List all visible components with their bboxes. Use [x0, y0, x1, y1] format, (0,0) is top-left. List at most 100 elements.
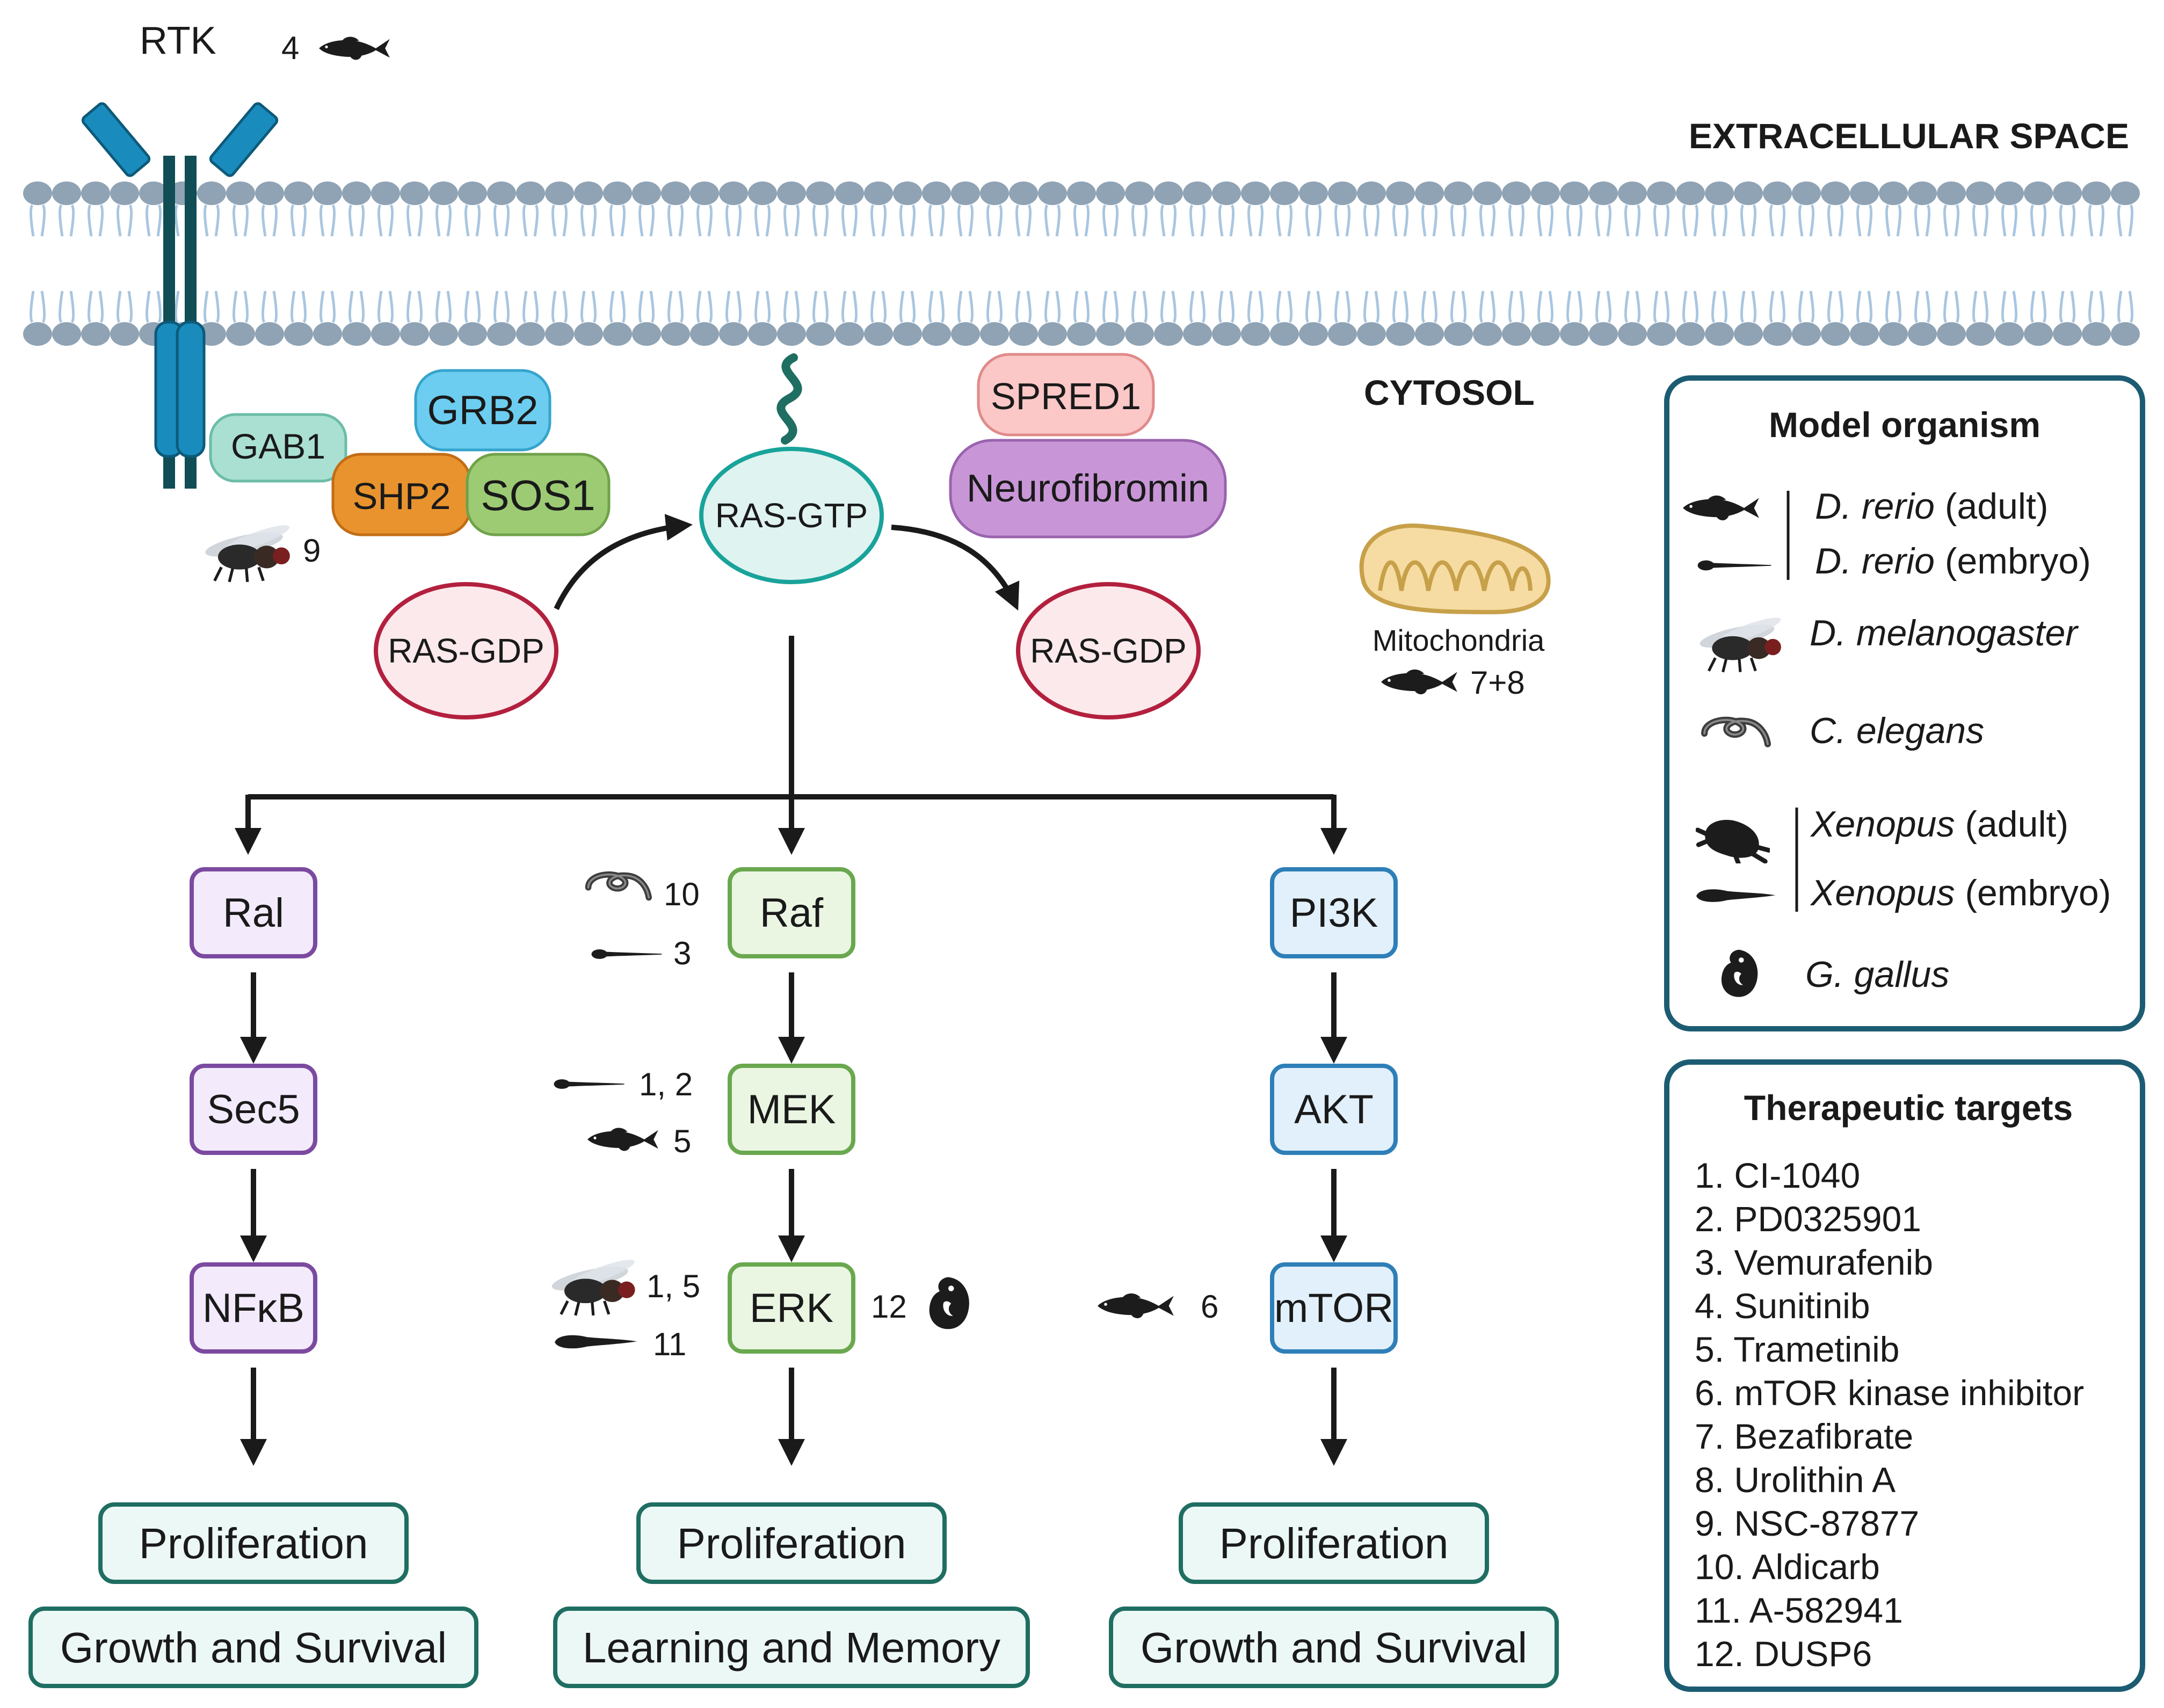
- therapeutic-target-item: 1. CI-1040: [1695, 1155, 1860, 1195]
- pi3k-node-label-0: PI3K: [1290, 890, 1378, 936]
- pi3k-node-1: [1270, 1064, 1398, 1155]
- raf-node-label-1: MEK: [747, 1087, 836, 1132]
- mito-target-numbers: 7+8: [1470, 665, 1525, 701]
- model-organism-entry: Xenopus (embryo): [1810, 873, 2111, 913]
- shp2-protein: SHP2: [331, 453, 472, 536]
- raf-node-0: [728, 867, 855, 958]
- therapeutic-target-item: 10. Aldicarb: [1695, 1547, 1880, 1587]
- spred1-protein: SPRED1: [977, 353, 1155, 437]
- mek-adult-target-number: 5: [673, 1123, 691, 1159]
- gab1-label: GAB1: [231, 426, 325, 466]
- ras-gdp-right-node: RAS-GDP: [1016, 582, 1201, 719]
- shp2-target-number: 9: [303, 533, 321, 569]
- model-organism-entry: G. gallus: [1805, 954, 1949, 995]
- rtk-target-number: 4: [281, 30, 299, 66]
- ras-gtp-label: RAS-GTP: [715, 496, 868, 535]
- raf-embryo-target-number: 3: [673, 935, 691, 971]
- model-organism-entry: D. melanogaster: [1810, 613, 2079, 653]
- ral-node-label-0: Ral: [223, 890, 284, 936]
- ral-outcome-label-0: Proliferation: [139, 1520, 368, 1567]
- raf-worm-target-number: 10: [664, 876, 700, 912]
- zebrafish-adult-icon: [1381, 669, 1457, 695]
- neurofibromin-label: Neurofibromin: [967, 467, 1209, 510]
- grb2-label: GRB2: [427, 388, 539, 433]
- raf-node-label-0: Raf: [760, 890, 824, 936]
- ral-node-2: [190, 1262, 317, 1354]
- grb2-protein: GRB2: [414, 369, 551, 452]
- cytosol-label: CYTOSOL: [1364, 373, 1535, 412]
- therapeutic-target-item: 6. mTOR kinase inhibitor: [1695, 1373, 2084, 1413]
- spred1-label: SPRED1: [991, 375, 1141, 417]
- erk-fly-target-numbers: 1, 5: [647, 1268, 700, 1304]
- ral-node-label-2: NFκB: [202, 1285, 304, 1331]
- c-elegans-icon: [589, 875, 649, 898]
- therapeutic-target-item: 5. Trametinib: [1695, 1329, 1900, 1369]
- therapeutic-target-item: 12. DUSP6: [1695, 1634, 1872, 1674]
- zebrafish-adult-icon: [1098, 1293, 1174, 1319]
- raf-outcome-box-1: [553, 1607, 1030, 1688]
- chick-embryo-icon: [929, 1277, 969, 1329]
- zebrafish-adult-icon: [587, 1128, 658, 1151]
- model-organism-entry: Xenopus (adult): [1810, 804, 2068, 845]
- rtk-label: RTK: [140, 19, 216, 62]
- therapeutic-target-item: 7. Bezafibrate: [1695, 1416, 1913, 1456]
- therapeutic-targets-title: Therapeutic targets: [1744, 1088, 2073, 1128]
- ral-node-1: [190, 1064, 317, 1155]
- pi3k-outcome-box-1: [1109, 1607, 1559, 1688]
- pi3k-node-0: [1270, 867, 1398, 958]
- cell-membrane: [23, 181, 2140, 346]
- inactivation-arrow: [891, 525, 1020, 611]
- pi3k-node-2: [1270, 1262, 1398, 1354]
- raf-outcome-label-1: Learning and Memory: [583, 1624, 1000, 1671]
- therapeutic-target-item: 3. Vemurafenib: [1695, 1242, 1933, 1282]
- model-organism-entries: D. rerio (adult) D. rerio (embryo) D. mela…: [1805, 486, 2111, 995]
- neurofibromin-protein: Neurofibromin: [949, 439, 1227, 539]
- model-organism-entry: C. elegans: [1810, 710, 1984, 751]
- model-organism-entry: D. rerio (adult): [1815, 486, 2049, 527]
- therapeutic-target-item: 4. Sunitinib: [1695, 1286, 1870, 1326]
- raf-node-2: [728, 1262, 855, 1354]
- mitochondria-label: Mitochondria: [1373, 623, 1545, 657]
- rtk-receptor: [81, 102, 279, 489]
- activation-arrow: [554, 514, 693, 610]
- model-organism-legend: Model organism: [1664, 375, 2145, 1031]
- therapeutic-target-item: 2. PD0325901: [1695, 1199, 1921, 1239]
- therapeutic-targets-legend: Therapeutic targets: [1664, 1059, 2145, 1692]
- fruit-fly-icon: [550, 1255, 637, 1315]
- sos1-protein: SOS1: [466, 453, 611, 536]
- therapeutic-target-item: 8. Urolithin A: [1695, 1460, 1896, 1500]
- erk-tadpole-target-number: 11: [653, 1326, 686, 1362]
- model-organism-title: Model organism: [1769, 405, 2040, 445]
- ras-gdp-left-node: RAS-GDP: [374, 582, 558, 719]
- gab1-protein: GAB1: [209, 413, 347, 483]
- extracellular-space-label: EXTRACELLULAR SPACE: [1689, 116, 2129, 156]
- mitochondria-icon: [1359, 524, 1551, 615]
- raf-outcome-box-0: [636, 1502, 947, 1584]
- raf-node-1: [728, 1064, 855, 1155]
- ras-gtp-node: RAS-GTP: [699, 447, 884, 584]
- therapeutic-target-item: 9. NSC-87877: [1695, 1503, 1919, 1543]
- ras-membrane-anchor: [776, 353, 802, 445]
- xenopus-embryo-icon: [555, 1335, 637, 1349]
- fruit-fly-icon: [204, 520, 292, 582]
- erk-chick-target-number: 12: [871, 1289, 907, 1325]
- sos1-label: SOS1: [481, 471, 595, 519]
- raf-outcome-label-0: Proliferation: [677, 1520, 906, 1567]
- zebrafish-embryo-icon: [554, 1079, 624, 1089]
- raf-node-label-2: ERK: [750, 1285, 833, 1331]
- ras-gdp-left-label: RAS-GDP: [388, 631, 544, 670]
- ral-outcome-box-0: [98, 1502, 409, 1584]
- ras-gdp-right-label: RAS-GDP: [1030, 631, 1187, 670]
- zebrafish-embryo-icon: [591, 949, 662, 959]
- shp2-label: SHP2: [353, 475, 451, 517]
- model-organism-entry: D. rerio (embryo): [1815, 541, 2091, 582]
- pi3k-node-label-1: AKT: [1294, 1087, 1374, 1132]
- ral-outcome-box-1: [28, 1607, 478, 1688]
- pi3k-outcome-label-0: Proliferation: [1219, 1520, 1449, 1567]
- mek-embryo-target-numbers: 1, 2: [639, 1066, 693, 1102]
- ral-outcome-label-1: Growth and Survival: [60, 1624, 447, 1671]
- pi3k-node-label-2: mTOR: [1274, 1285, 1393, 1331]
